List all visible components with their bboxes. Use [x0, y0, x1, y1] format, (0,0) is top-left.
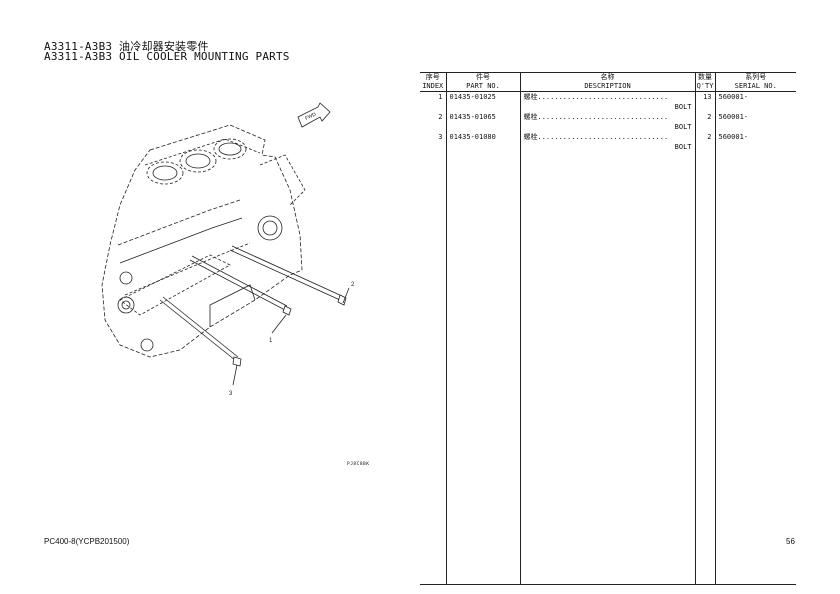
callout-1: 1	[269, 338, 273, 344]
row-description: 螺栓...............................BOLT	[519, 91, 695, 112]
row-quantity: 2	[694, 112, 715, 132]
page-number: 56	[786, 537, 795, 546]
row-serial-no: 560001-	[714, 132, 796, 152]
row-part-no: 01435-01080	[445, 132, 520, 152]
row-part-no: 01435-01065	[445, 112, 520, 132]
drawing-code: PJ8C8BK	[347, 462, 370, 467]
engine-block-illustration: 1 2 3 FWD	[101, 102, 355, 397]
page-title-english: A3311-A3B3 OIL COOLER MOUNTING PARTS	[44, 50, 290, 63]
row-description: 螺栓...............................BOLT	[519, 112, 695, 132]
model-footer: PC400-8(YCPB201500)	[44, 537, 130, 546]
table-filler-row	[420, 152, 796, 585]
row-quantity: 2	[694, 132, 715, 152]
row-description: 螺栓...............................BOLT	[519, 132, 695, 152]
callout-3: 3	[229, 391, 233, 397]
svg-text:FWD: FWD	[304, 111, 317, 121]
row-index: 2	[438, 113, 443, 121]
fwd-arrow-icon: FWD	[297, 102, 331, 128]
row-part-no: 01435-01025	[445, 91, 520, 112]
table-row: 2 01435-01065 螺栓........................…	[420, 112, 796, 132]
row-index: 1	[438, 93, 443, 101]
row-quantity: 13	[694, 91, 715, 112]
table-row: 1 01435-01025 螺栓........................…	[420, 91, 796, 112]
table-row: 3 01435-01080 螺栓........................…	[420, 132, 796, 152]
row-serial-no: 560001-	[714, 91, 796, 112]
row-serial-no: 560001-	[714, 112, 796, 132]
row-index: 3	[438, 133, 443, 141]
page-title-chinese: A3311-A3B3 油冷却器安装零件	[44, 40, 209, 53]
callout-2: 2	[351, 282, 355, 288]
